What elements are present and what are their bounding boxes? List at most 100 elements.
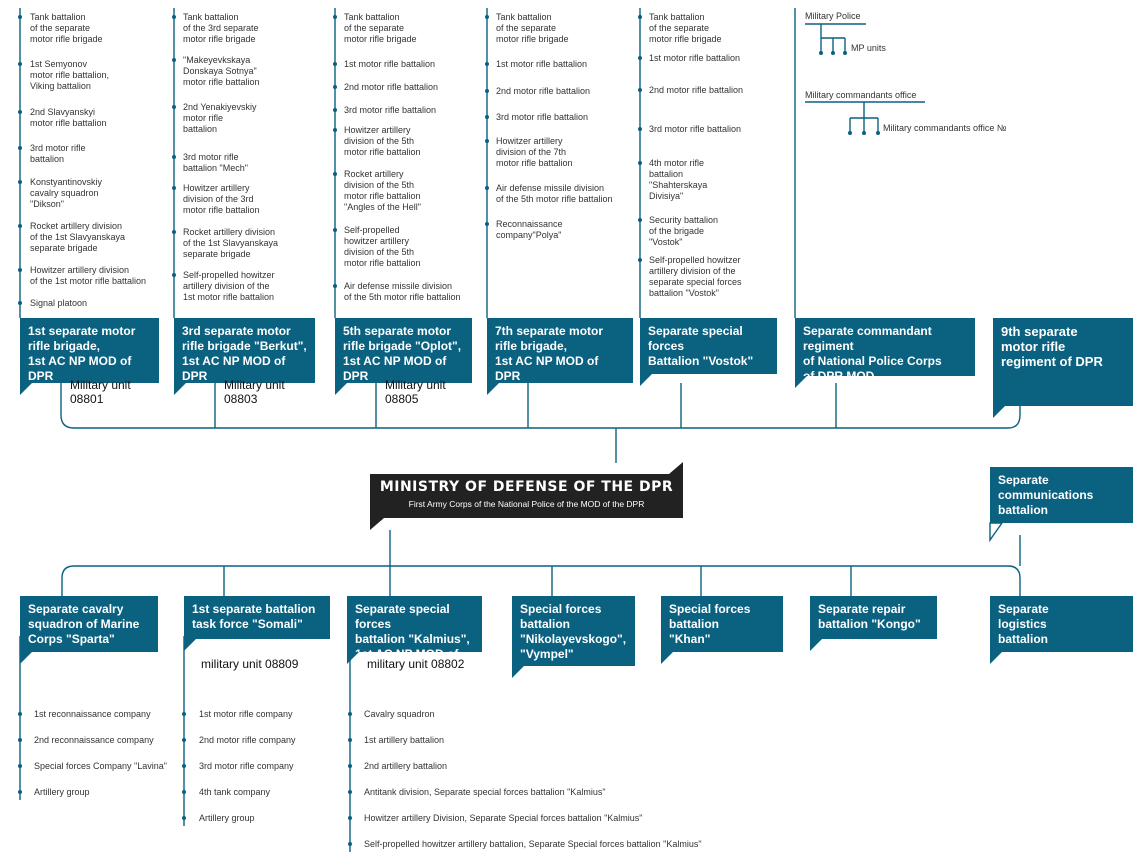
unit-box: Special forces battalion "Khan" — [661, 596, 783, 664]
item-bullet — [182, 764, 186, 768]
subunit-item: Military commandants office — [805, 90, 917, 100]
ministry-title: MINISTRY OF DEFENSE OF THE DPR — [379, 479, 674, 495]
subunit-item: Military Police — [805, 11, 861, 21]
item-bullet — [638, 88, 642, 92]
commandants-office-label: Military commandants office № — [883, 123, 1007, 133]
subunit-item: 3rd motor rifle battalion — [344, 105, 437, 115]
subunit-item: "Makeyevkskaya Donskaya Sotnya" motor ri… — [183, 55, 260, 87]
ministry-subtitle: First Army Corps of the National Police … — [408, 499, 645, 509]
military-unit-label: Military unit 08801 — [70, 378, 131, 406]
item-bullet — [18, 180, 22, 184]
unit-box: Separate communications battalion — [990, 467, 1133, 523]
military-unit-label: military unit 08802 — [367, 657, 465, 671]
item-bullet — [638, 161, 642, 165]
sub-bullet — [862, 131, 866, 135]
military-unit-label: military unit 08809 — [201, 657, 299, 671]
subunit-item: 3rd motor rifle battalion — [649, 124, 742, 134]
subunit-item: Air defense missile division of the 5th … — [496, 183, 613, 204]
subunit-item: Cavalry squadron — [364, 709, 435, 719]
item-bullet — [18, 15, 22, 19]
subunit-item: 1st Semyonov motor rifle battalion, Viki… — [30, 59, 110, 91]
subunit-item: 1st motor rifle battalion — [344, 59, 436, 69]
item-bullet — [485, 89, 489, 93]
item-bullet — [348, 712, 352, 716]
unit-box: Separate cavalry squadron of Marine Corp… — [20, 596, 158, 664]
item-bullet — [18, 62, 22, 66]
item-bullet — [485, 186, 489, 190]
item-bullet — [172, 230, 176, 234]
subunit-item: 3rd motor rifle battalion — [496, 112, 589, 122]
item-bullet — [333, 128, 337, 132]
item-bullet — [485, 139, 489, 143]
item-bullet — [348, 816, 352, 820]
subunit-item: Howitzer artillery Division, Separate Sp… — [364, 813, 643, 823]
item-bullet — [18, 268, 22, 272]
item-bullet — [348, 842, 352, 846]
subunit-item: 2nd Yenakiyevskiy motor rifle battalion — [183, 102, 257, 134]
subunit-item: Tank battalion of the 3rd separate motor… — [183, 12, 259, 44]
subunit-item: Signal platoon — [30, 298, 88, 308]
subunit-item: 3rd motor rifle battalion — [30, 143, 86, 164]
item-bullet — [638, 15, 642, 19]
box-tail — [989, 522, 1004, 543]
item-bullet — [333, 62, 337, 66]
sub-bullet — [848, 131, 852, 135]
item-bullet — [333, 85, 337, 89]
item-bullet — [333, 15, 337, 19]
item-bullet — [485, 15, 489, 19]
item-bullet — [172, 273, 176, 277]
unit-box: 7th separate motor rifle brigade, 1st AC… — [487, 318, 633, 395]
item-bullet — [638, 127, 642, 131]
subunit-item: 3rd motor rifle company — [199, 761, 294, 771]
subunit-item: Self-propelled howitzer artillery divisi… — [183, 270, 275, 302]
item-bullet — [172, 58, 176, 62]
military-unit-label: Military unit 08805 — [385, 378, 446, 406]
subunit-item: 2nd motor rifle battalion — [496, 86, 591, 96]
item-bullet — [485, 115, 489, 119]
sub-bullet — [843, 51, 847, 55]
unit-box: Special forces battalion "Nikolayevskogo… — [512, 596, 635, 678]
subunit-item: 1st motor rifle company — [199, 709, 293, 719]
item-bullet — [638, 56, 642, 60]
subunit-item: 4th motor rifle battalion "Shahterskaya … — [649, 158, 708, 201]
subunit-item: Security battalion of the brigade "Vosto… — [649, 215, 719, 247]
subunit-item: 2nd motor rifle company — [199, 735, 296, 745]
unit-box: Separate commandant regiment of National… — [795, 318, 975, 388]
mp-units-label: MP units — [851, 43, 886, 53]
subunit-item: Reconnaissance company"Polya" — [496, 219, 563, 240]
subunit-item: Self-propelled howitzer artillery divisi… — [344, 225, 421, 268]
subunit-item: Howitzer artillery division of the 1st m… — [30, 265, 147, 286]
subunit-item: Konstyantinovskiy cavalry squadron "Diks… — [30, 177, 103, 209]
item-bullet — [348, 764, 352, 768]
subunit-item: Rocket artillery division of the 1st Sla… — [30, 221, 126, 253]
subunit-item: Rocket artillery division of the 5th mot… — [344, 169, 421, 212]
unit-box: Separate repair battalion "Kongo" — [810, 596, 937, 651]
item-bullet — [182, 790, 186, 794]
subunit-item: Howitzer artillery division of the 5th m… — [344, 125, 421, 157]
subunit-item: Tank battalion of the separate motor rif… — [30, 12, 103, 44]
sub-bullet — [819, 51, 823, 55]
item-bullet — [333, 172, 337, 176]
unit-box: Separate special forces Battalion "Vosto… — [640, 318, 777, 386]
military-unit-label: Military unit 08803 — [224, 378, 285, 406]
item-bullet — [485, 62, 489, 66]
subunit-item: 1st motor rifle battalion — [496, 59, 588, 69]
item-bullet — [18, 712, 22, 716]
subunit-item: Self-propelled howitzer artillery divisi… — [649, 255, 742, 298]
unit-box: Separate special forces battalion "Kalmi… — [347, 596, 482, 676]
item-bullet — [172, 15, 176, 19]
item-bullet — [18, 790, 22, 794]
item-bullet — [18, 301, 22, 305]
subunit-item: Howitzer artillery division of the 7th m… — [496, 136, 573, 168]
item-bullet — [18, 110, 22, 114]
item-bullet — [485, 222, 489, 226]
subunit-item: Rocket artillery division of the 1st Sla… — [183, 227, 279, 259]
unit-box: 5th separate motor rifle brigade "Oplot"… — [335, 318, 472, 395]
unit-box: 1st separate battalion task force "Somal… — [184, 596, 330, 651]
item-bullet — [348, 738, 352, 742]
sub-bullet — [876, 131, 880, 135]
item-bullet — [333, 284, 337, 288]
subunit-item: 4th tank company — [199, 787, 271, 797]
